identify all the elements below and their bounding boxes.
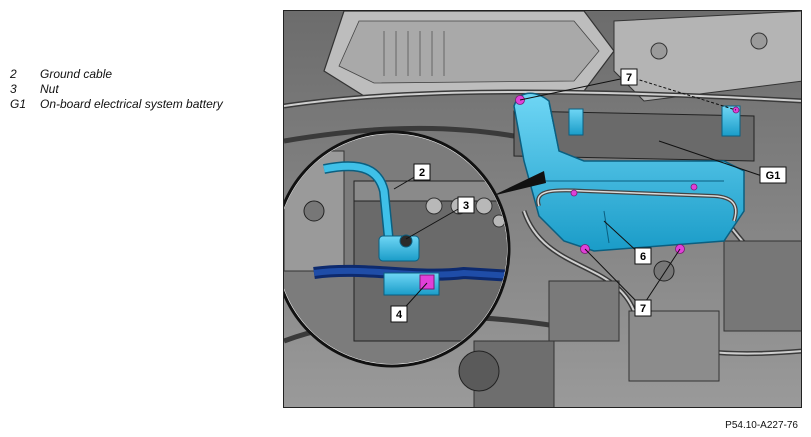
legend-code: 3 xyxy=(10,82,17,96)
svg-text:7: 7 xyxy=(640,303,646,315)
legend-row: 2 Ground cable xyxy=(10,67,223,82)
clip-marker xyxy=(419,274,435,290)
legend-code: 2 xyxy=(10,67,17,81)
detail-magnifier xyxy=(284,130,511,368)
legend: 2 Ground cable 3 Nut G1 On-board electri… xyxy=(10,67,223,112)
cable-terminal xyxy=(378,235,420,262)
svg-text:2: 2 xyxy=(419,167,425,179)
legend-row: 3 Nut xyxy=(10,82,223,97)
svg-text:7: 7 xyxy=(626,72,632,84)
bolt-marker xyxy=(570,189,578,197)
legend-text: Ground cable xyxy=(40,67,113,81)
legend-row: G1 On-board electrical system battery xyxy=(10,97,223,112)
figure-reference: P54.10-A227-76 xyxy=(725,420,798,431)
svg-text:6: 6 xyxy=(640,251,646,263)
engine-bay-illustration: 7 G1 2 3 4 6 7 xyxy=(283,10,802,408)
callout-4: 4 xyxy=(390,305,408,323)
nut xyxy=(399,234,413,248)
callout-3: 3 xyxy=(457,196,475,214)
callout-7-top: 7 xyxy=(620,68,638,86)
svg-text:G1: G1 xyxy=(766,170,781,182)
callout-7-bottom: 7 xyxy=(634,299,652,317)
callout-2: 2 xyxy=(413,163,431,181)
legend-text: Nut xyxy=(40,82,59,96)
legend-text: On-board electrical system battery xyxy=(40,97,223,111)
zoom-pointer xyxy=(492,171,546,196)
svg-text:3: 3 xyxy=(463,200,469,212)
callout-g1: G1 xyxy=(759,166,787,184)
bolt-marker xyxy=(690,183,698,191)
callout-6: 6 xyxy=(634,247,652,265)
svg-text:4: 4 xyxy=(396,309,403,321)
legend-code: G1 xyxy=(10,97,27,111)
